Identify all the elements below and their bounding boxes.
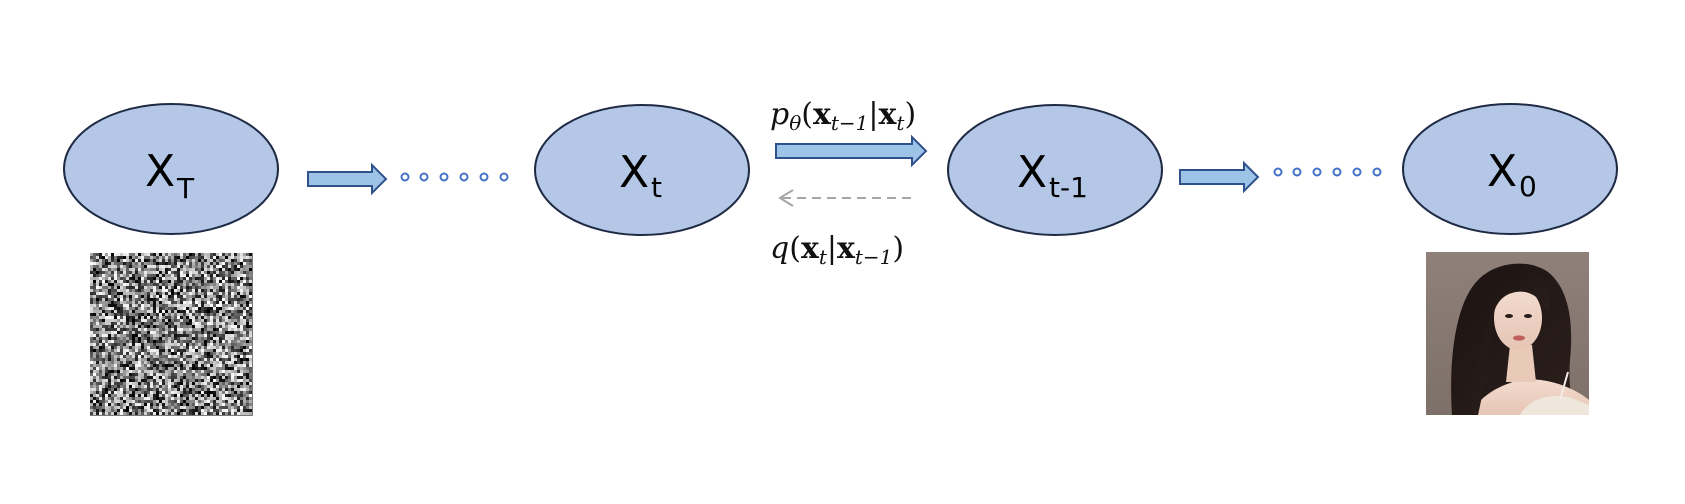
node-x-t-ellipse bbox=[534, 104, 750, 236]
node-x-T-ellipse bbox=[63, 103, 279, 235]
node-x-T-main: X bbox=[145, 146, 175, 197]
ellipsis-dots-left bbox=[400, 172, 509, 182]
node-x-0-main: X bbox=[1487, 146, 1517, 197]
node-x-t-minus-1-ellipse bbox=[947, 104, 1163, 236]
node-x-t-minus-1-main: X bbox=[1017, 147, 1047, 198]
noise-image bbox=[90, 253, 253, 416]
node-x-t: X t bbox=[534, 104, 750, 236]
node-x-t-minus-1: X t-1 bbox=[947, 104, 1163, 236]
node-x-t-main: X bbox=[619, 147, 649, 198]
node-x-0: X 0 bbox=[1402, 103, 1618, 235]
forward-process-label: q(xt|xt−1) bbox=[770, 231, 904, 269]
node-x-0-sub: 0 bbox=[1519, 170, 1537, 203]
ellipsis-dots-right bbox=[1273, 167, 1382, 177]
node-x-T-sub: T bbox=[176, 172, 195, 205]
portrait-image bbox=[1426, 252, 1589, 415]
arrow-reverse-process bbox=[775, 134, 928, 168]
node-x-T: X T bbox=[63, 103, 279, 235]
arrow-xt1-forward bbox=[1179, 160, 1260, 194]
node-x-t-minus-1-sub: t-1 bbox=[1049, 171, 1088, 204]
arrow-xT-forward bbox=[307, 162, 388, 196]
arrow-forward-process bbox=[778, 189, 912, 207]
reverse-process-label: pθ(xt−1|xt) bbox=[770, 97, 916, 135]
node-x-0-ellipse bbox=[1402, 103, 1618, 235]
node-x-t-sub: t bbox=[651, 171, 662, 204]
